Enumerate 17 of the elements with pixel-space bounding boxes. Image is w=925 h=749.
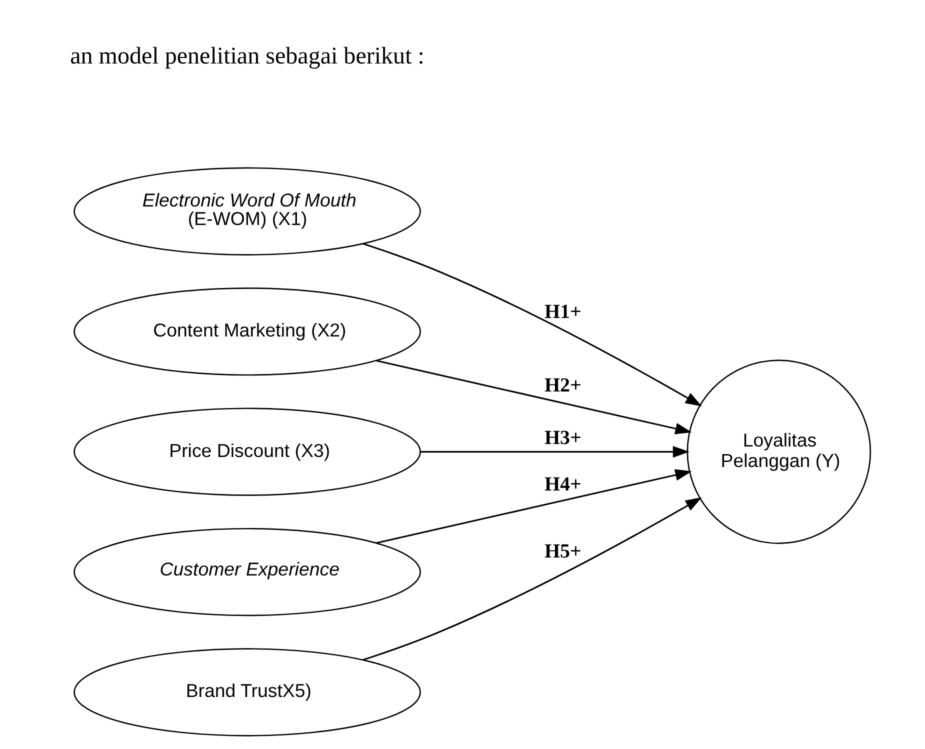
arrow [376, 359, 692, 434]
node-ellipse: Electronic Word Of Mouth (E-WOM) (X1) [73, 166, 420, 255]
arrow [362, 242, 702, 406]
node-ellipse: Customer Experience [73, 527, 420, 616]
node-circle: Loyalitas Pelanggan (Y) [686, 359, 871, 544]
node-ellipse: Price Discount (X3) [73, 407, 420, 496]
label: an model penelitian sebagai berikut : [70, 43, 424, 70]
edge-label: H2+ [544, 374, 581, 396]
edge-label: H1+ [544, 300, 581, 323]
arrow [420, 446, 689, 458]
edge-label: H4+ [544, 473, 581, 496]
arrow [362, 496, 702, 660]
edge-label: H5+ [544, 540, 581, 562]
arrow [376, 468, 692, 544]
node-ellipse: Content Marketing (X2) [73, 287, 420, 376]
edge-label: H3+ [544, 426, 581, 448]
node-ellipse: Brand TrustX5) [73, 648, 420, 736]
